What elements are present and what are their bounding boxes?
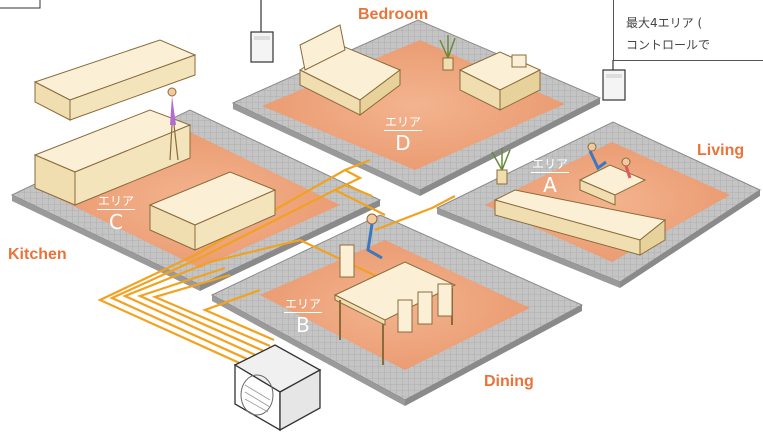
area-c-label: エリア C xyxy=(97,195,135,232)
dining-label: Dining xyxy=(484,373,534,391)
area-a-caption: エリア xyxy=(531,158,569,173)
bedroom-controller xyxy=(251,0,273,62)
area-c-caption: エリア xyxy=(97,195,135,210)
area-b-label: エリア B xyxy=(284,298,322,335)
note-line-2: コントロールで xyxy=(626,34,710,56)
note-line-1: 最大4エリア ( xyxy=(626,12,710,34)
area-b-caption: エリア xyxy=(284,298,322,313)
living-label: Living xyxy=(697,142,744,160)
area-d-caption: エリア xyxy=(384,116,422,131)
area-c-letter: C xyxy=(97,210,135,232)
area-a-label: エリア A xyxy=(531,158,569,195)
bedroom-label: Bedroom xyxy=(358,6,428,24)
note-text: 最大4エリア ( コントロールで xyxy=(626,12,710,56)
living-controller xyxy=(603,60,625,100)
area-d-letter: D xyxy=(384,131,422,153)
area-d-label: エリア D xyxy=(384,116,422,153)
area-a-letter: A xyxy=(531,173,569,195)
outdoor-heat-pump-unit xyxy=(235,345,320,430)
kitchen-wall-cabinets xyxy=(35,40,195,120)
area-b-letter: B xyxy=(284,313,322,335)
kitchen-label: Kitchen xyxy=(8,246,67,264)
